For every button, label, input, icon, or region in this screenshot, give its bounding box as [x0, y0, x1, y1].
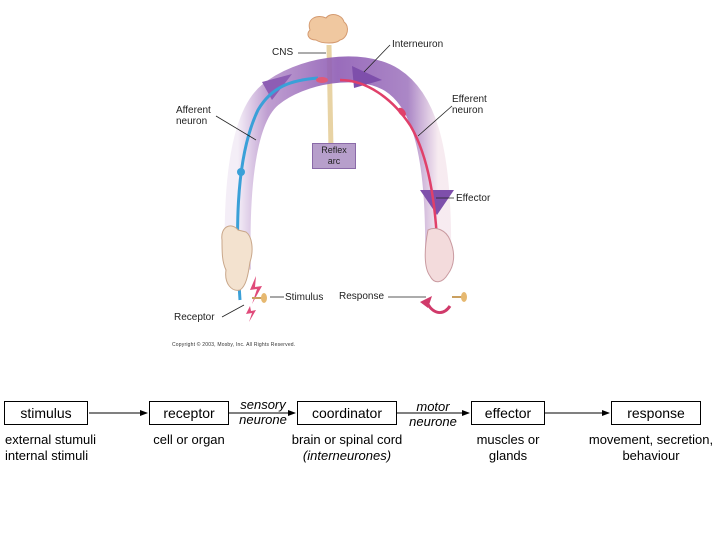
label-stimulus: Stimulus — [285, 292, 324, 303]
label-response: Response — [339, 291, 385, 302]
flow-box-response: response — [611, 401, 701, 425]
caption-coordinator: brain or spinal cord (interneurones) — [277, 432, 417, 464]
flow-box-coordinator: coordinator — [297, 401, 397, 425]
label-receptor: Receptor — [174, 312, 215, 323]
reflex-arc-band — [224, 56, 452, 271]
stimulus-lightning-2 — [246, 306, 256, 322]
efferent-neuron-fiber — [339, 78, 440, 261]
stimulus-lightning — [250, 276, 262, 304]
thumbtack-head — [261, 293, 267, 303]
flow-box-receptor: receptor — [149, 401, 229, 425]
caption-response: movement, secretion, behaviour — [588, 432, 714, 463]
flow-box-stimulus: stimulus — [4, 401, 88, 425]
link-label-motor-neurone: motor neurone — [409, 399, 457, 429]
caption-receptor: cell or organ — [153, 432, 225, 447]
afferent-cell-body — [237, 168, 245, 176]
arc-arrowhead-right — [420, 190, 454, 215]
label-effector: Effector — [456, 193, 491, 204]
efferent-soma — [398, 107, 406, 117]
label-cns: CNS — [272, 47, 294, 58]
label-interneuron: Interneuron — [392, 39, 444, 50]
copyright-notice: Copyright © 2003, Mosby, Inc. All Rights… — [172, 342, 296, 348]
label-efferent-neuron: Efferent neuron — [452, 94, 487, 116]
brain-icon — [307, 14, 348, 44]
label-reflex-arc: Reflex arc — [312, 143, 356, 169]
caption-stimulus: external stumuli internal stimuli — [5, 432, 97, 463]
link-label-sensory-neurone: sensory neurone — [239, 397, 287, 427]
response-arrowhead — [420, 296, 432, 308]
flow-arrows — [89, 410, 610, 416]
response-thumbtack-head — [461, 292, 467, 302]
left-hand — [221, 225, 253, 291]
right-hand — [424, 227, 455, 283]
caption-effector: muscles or glands — [476, 432, 540, 463]
flow-box-effector: effector — [471, 401, 545, 425]
reflex-arc-illustration — [215, 14, 467, 322]
label-afferent-neuron: Afferent neuron — [176, 105, 211, 127]
leader-lines — [215, 44, 454, 318]
caption-coordinator-line2: (interneurones) — [302, 448, 392, 463]
caption-coordinator-line1: brain or spinal cord — [291, 432, 403, 447]
interneuron-soma — [316, 77, 328, 83]
